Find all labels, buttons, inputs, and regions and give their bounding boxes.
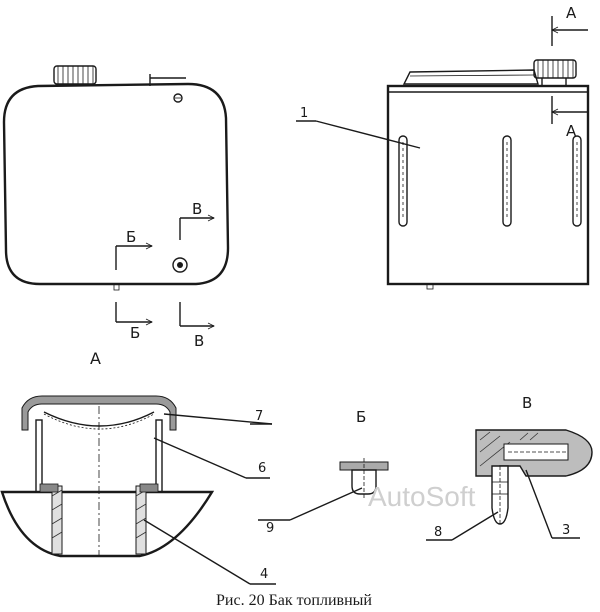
svg-text:А: А <box>566 4 577 22</box>
callout-6: 6 <box>258 461 266 476</box>
bottom-tab <box>113 283 120 291</box>
figure-caption: Рис. 20 Бак топливный <box>216 592 372 609</box>
filler-neck-section: 7 6 4 <box>0 395 276 585</box>
rib-1 <box>398 135 408 227</box>
detail-b: Б 9 <box>258 408 389 536</box>
tank-front-body <box>2 82 230 286</box>
tank-wall-arc <box>0 490 215 558</box>
svg-text:Б: Б <box>356 408 366 426</box>
callout-9: 9 <box>266 521 274 536</box>
section-v-marks: В В <box>179 200 215 350</box>
filler-cap <box>53 65 97 85</box>
rib-3 <box>572 135 582 227</box>
view-a-label: А <box>90 349 101 368</box>
section-a-marks: А А <box>551 4 588 140</box>
svg-text:В: В <box>192 200 202 218</box>
side-view: 1 А А <box>296 4 590 290</box>
cap-gasket <box>43 411 155 427</box>
detail-v: В 8 3 <box>426 394 593 541</box>
inner-pipe-left <box>51 485 63 555</box>
svg-text:Б: Б <box>130 324 140 342</box>
side-filler-cap <box>533 59 577 86</box>
tank-top-lid <box>402 69 539 85</box>
front-view: Б Б В В А <box>2 65 230 368</box>
drain-fitting <box>172 257 188 273</box>
section-b-marks: Б Б <box>115 228 153 342</box>
callout-3: 3 <box>562 523 570 538</box>
callout-8: 8 <box>434 525 442 540</box>
watermark: AutoSoft <box>368 481 476 512</box>
rib-2 <box>502 135 512 227</box>
sensor-plug <box>173 93 183 103</box>
callout-7: 7 <box>255 409 263 424</box>
svg-text:А: А <box>566 122 577 140</box>
callout-1: 1 <box>300 106 308 121</box>
tank-side-body <box>386 84 590 286</box>
svg-text:В: В <box>522 394 532 412</box>
callout-4: 4 <box>260 567 268 582</box>
side-bottom-tab <box>426 283 434 290</box>
svg-text:Б: Б <box>126 228 136 246</box>
svg-text:В: В <box>194 332 204 350</box>
